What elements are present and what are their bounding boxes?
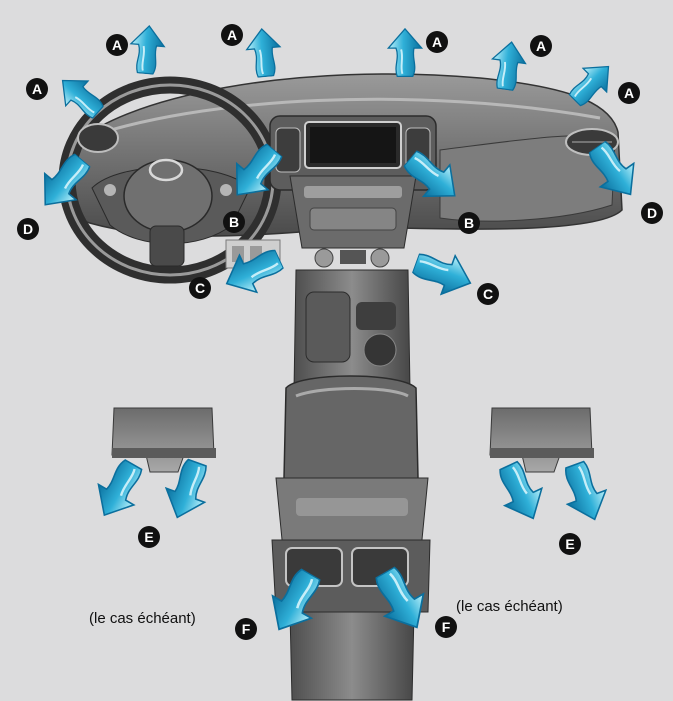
note-if-equipped-left: (le cas échéant) [89, 610, 196, 627]
badges: A A A A A A B B C C D D E E F F [17, 24, 663, 640]
badge-a: A [221, 24, 243, 46]
badge-a: A [426, 31, 448, 53]
svg-text:A: A [112, 37, 122, 53]
svg-text:E: E [144, 529, 153, 545]
badge-e: E [559, 533, 581, 555]
airflow-arrow-a1 [127, 23, 167, 76]
svg-text:F: F [442, 619, 451, 635]
duct-left [111, 407, 216, 473]
badge-b: B [458, 212, 480, 234]
badge-f: F [235, 618, 257, 640]
vent-side-left [77, 123, 119, 153]
svg-text:C: C [483, 286, 493, 302]
svg-text:A: A [432, 34, 442, 50]
steering-wheel [58, 76, 282, 284]
duct-right [489, 407, 594, 473]
svg-text:C: C [195, 280, 205, 296]
badge-f: F [435, 616, 457, 638]
center-console [271, 269, 431, 701]
airflow-arrow-a3 [387, 27, 423, 77]
svg-text:A: A [536, 38, 546, 54]
badge-a: A [530, 35, 552, 57]
badge-c: C [477, 283, 499, 305]
airflow-arrow-e1 [85, 453, 153, 527]
badge-a: A [618, 82, 640, 104]
badge-a: A [106, 34, 128, 56]
svg-text:D: D [647, 205, 657, 221]
airflow-arrow-a2 [244, 26, 284, 79]
airflow-arrow-e4 [554, 456, 616, 528]
badge-d: D [641, 202, 663, 224]
steering-logo-icon [148, 158, 184, 182]
badge-c: C [189, 277, 211, 299]
svg-text:B: B [229, 214, 239, 230]
svg-text:B: B [464, 215, 474, 231]
vent-center-left [275, 127, 301, 173]
badge-a: A [26, 78, 48, 100]
badge-e: E [138, 526, 160, 548]
svg-text:F: F [242, 621, 251, 637]
svg-text:E: E [565, 536, 574, 552]
svg-text:D: D [23, 221, 33, 237]
badge-d: D [17, 218, 39, 240]
note-if-equipped-right: (le cas échéant) [456, 598, 563, 615]
badge-b: B [223, 211, 245, 233]
airflow-arrow-c-right [408, 242, 479, 304]
svg-text:A: A [624, 85, 634, 101]
svg-text:A: A [32, 81, 42, 97]
svg-text:A: A [227, 27, 237, 43]
center-stack [269, 115, 437, 268]
